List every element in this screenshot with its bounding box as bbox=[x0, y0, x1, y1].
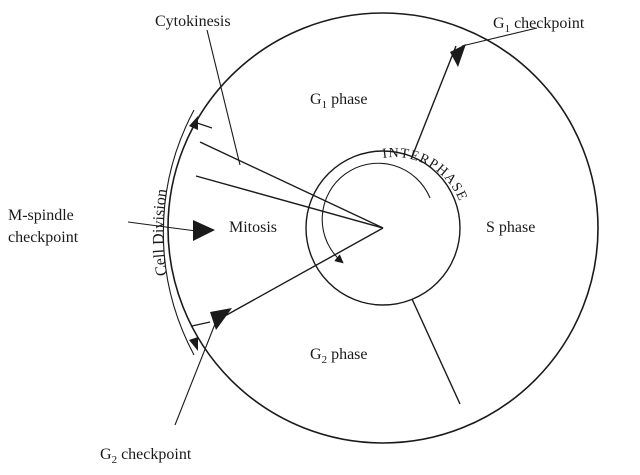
g2-checkpoint-marker bbox=[210, 308, 232, 330]
g1-checkpoint-label: G1 checkpoint bbox=[493, 15, 585, 35]
g1-checkpoint-marker bbox=[450, 44, 466, 67]
interphase-outer-ring bbox=[305, 150, 461, 306]
s-phase-label: S phase bbox=[486, 219, 535, 236]
g2-phase-label: G2 phase bbox=[310, 346, 368, 366]
g2-checkpoint-pointer bbox=[174, 323, 216, 426]
outer-cycle-circle bbox=[167, 12, 599, 444]
cell-division-label: Cell Division bbox=[150, 188, 171, 277]
cytokinesis-label: Cytokinesis bbox=[155, 13, 231, 30]
cell-division-bracket bbox=[162, 109, 195, 356]
bracket-arrow-bottom bbox=[189, 337, 198, 351]
g1-checkpoint-pointer bbox=[461, 27, 538, 47]
interphase-label: INTERPHASE bbox=[382, 146, 470, 204]
bracket-tick-top bbox=[193, 121, 213, 129]
cytokinesis-mitosis-divider bbox=[195, 175, 384, 229]
s-g2-divider bbox=[411, 298, 461, 405]
bracket-tick-bottom bbox=[191, 321, 211, 327]
cytokinesis-pointer bbox=[206, 29, 241, 166]
g1-s-divider bbox=[411, 45, 457, 158]
bracket-arrow-top bbox=[189, 116, 198, 130]
m-spindle-label-line1: M-spindle bbox=[8, 207, 74, 224]
m-spindle-pointer bbox=[127, 221, 197, 232]
g1-cytokinesis-divider bbox=[199, 141, 384, 229]
mitosis-g2-divider bbox=[213, 227, 384, 323]
interphase-inner-arrow bbox=[321, 162, 431, 264]
g2-checkpoint-label: G2 checkpoint bbox=[100, 446, 192, 466]
mitosis-label: Mitosis bbox=[229, 219, 277, 236]
g1-phase-label: G1 phase bbox=[310, 91, 368, 111]
m-spindle-label-line2: checkpoint bbox=[8, 229, 79, 246]
m-spindle-checkpoint-marker bbox=[193, 220, 215, 241]
